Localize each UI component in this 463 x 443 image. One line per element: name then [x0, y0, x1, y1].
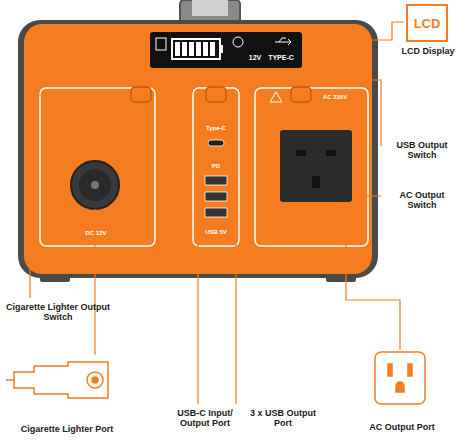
- screen-text: 12V: [240, 54, 270, 62]
- screen-text: TYPE-C: [262, 54, 300, 62]
- callout-label: 3 x USB Output Port: [246, 408, 320, 429]
- callout-label: AC Output Switch: [384, 190, 460, 211]
- callout-label: Cigarette Lighter Port: [2, 424, 132, 434]
- port-label: AC 230V: [310, 94, 360, 101]
- callout-label: USB Output Switch: [384, 140, 460, 161]
- icon-text: LCD: [414, 16, 441, 31]
- port-label: DC 12V: [70, 230, 122, 237]
- callout-label: LCD Display: [396, 46, 460, 56]
- callout-label: Cigarette Lighter Output Switch: [2, 302, 114, 323]
- callout-label: AC Output Port: [346, 422, 458, 432]
- port-label: Type-C: [195, 125, 237, 132]
- port-label: USB 5V: [195, 229, 237, 236]
- port-label: PD: [195, 163, 237, 170]
- lcd-icon-box: LCD: [406, 4, 448, 42]
- callout-label: USB-C Input/ Output Port: [168, 408, 242, 429]
